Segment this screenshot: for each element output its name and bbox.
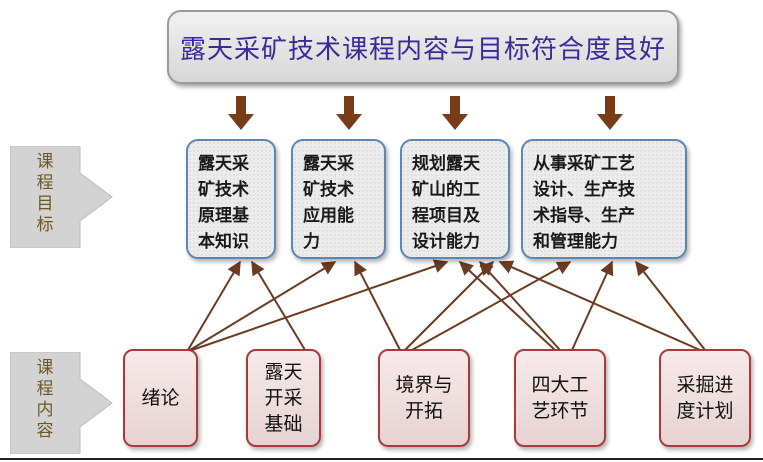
goal-line: 应用能	[303, 206, 354, 226]
goals-label-char: 程	[36, 173, 54, 193]
connector-line	[189, 261, 337, 351]
goal-line: 矿技术	[198, 180, 249, 200]
diagram-title: 露天采矿技术课程内容与目标符合度良好	[167, 10, 679, 84]
content-box-3: 境界与 开拓	[378, 349, 470, 447]
goal-line: 原理基	[198, 206, 249, 226]
content-box-1: 绪论	[123, 349, 198, 447]
content-line: 艺环节	[531, 400, 589, 422]
content-line: 境界与	[395, 374, 453, 396]
goals-label-char: 标	[36, 215, 54, 235]
content-line: 露天	[264, 361, 303, 383]
contents-side-arrow-icon	[10, 352, 113, 454]
goal-line: 规划露天	[412, 154, 480, 174]
goal-line: 矿山的工	[412, 180, 480, 200]
connector-line	[187, 260, 241, 351]
goal-line: 本知识	[198, 232, 249, 252]
connector-line	[411, 261, 572, 351]
goal-line: 露天采	[303, 154, 354, 174]
content-line: 绪论	[141, 387, 180, 409]
bottom-border-line	[0, 458, 763, 460]
goal-line: 露天采	[198, 154, 249, 174]
contents-label-char: 程	[36, 379, 54, 399]
connector-line	[635, 260, 706, 351]
goal-line: 力	[303, 232, 320, 252]
connector-line	[479, 260, 561, 351]
content-line: 开采	[264, 387, 303, 409]
connector-line	[251, 260, 306, 351]
goal-line: 和管理能力	[533, 232, 618, 252]
goals-side-arrow-icon	[10, 146, 113, 248]
goals-side-label: 课 程 目 标	[22, 152, 68, 236]
content-line: 开拓	[404, 400, 443, 422]
down-arrow-icon	[228, 96, 254, 130]
contents-label-char: 课	[36, 358, 54, 378]
goal-line: 从事采矿工艺	[533, 154, 635, 174]
contents-side-label: 课 程 内 容	[22, 358, 68, 442]
goal-box-1: 露天采 矿技术 原理基 本知识	[186, 139, 276, 259]
goals-label-char: 目	[36, 194, 54, 214]
goal-box-2: 露天采 矿技术 应用能 力	[291, 139, 386, 259]
content-box-5: 采掘进 度计划	[659, 349, 751, 447]
content-box-2: 露天 开采 基础	[246, 349, 321, 447]
goal-line: 矿技术	[303, 180, 354, 200]
connector-line	[354, 260, 401, 351]
down-arrow-icon	[442, 96, 468, 130]
content-line: 四大工	[531, 374, 589, 396]
goals-label-char: 课	[36, 152, 54, 172]
down-arrow-icon	[336, 96, 362, 130]
content-line: 采掘进	[676, 374, 734, 396]
content-box-4: 四大工 艺环节	[514, 349, 606, 447]
connector-line	[458, 261, 556, 351]
down-arrow-icon	[597, 96, 623, 130]
contents-label-char: 内	[36, 400, 54, 420]
goal-line: 设计、生产技	[533, 180, 635, 200]
contents-label-char: 容	[36, 421, 54, 441]
goal-box-3: 规划露天 矿山的工 程项目及 设计能力	[400, 139, 510, 259]
connector-line	[404, 261, 494, 351]
goal-box-4: 从事采矿工艺 设计、生产技 术指导、生产 和管理能力	[521, 139, 687, 259]
goal-line: 设计能力	[412, 232, 480, 252]
content-line: 度计划	[676, 400, 734, 422]
goal-line: 术指导、生产	[533, 206, 635, 226]
connector-line	[191, 259, 449, 351]
connector-line	[498, 260, 701, 351]
content-line: 基础	[264, 413, 303, 435]
connector-line	[571, 260, 614, 351]
goal-line: 程项目及	[412, 206, 480, 226]
